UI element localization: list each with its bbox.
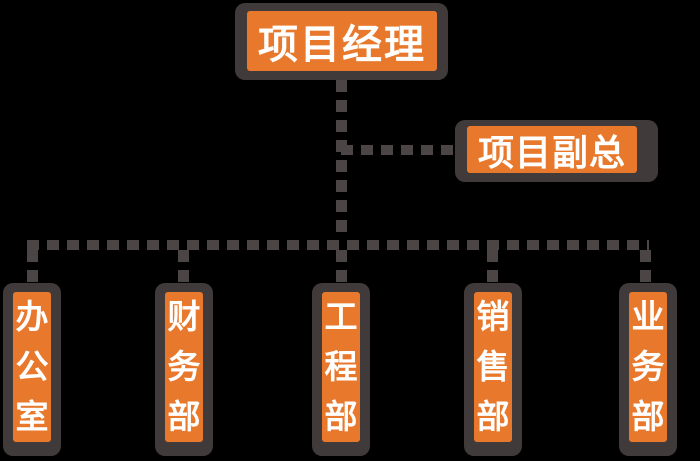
org-node-finance-dept-label: 财务部 (165, 292, 203, 442)
org-node-business-dept-label: 业务部 (629, 292, 667, 442)
org-node-deputy-general-manager-label: 项目副总 (467, 126, 637, 173)
connector-stub-sales (487, 250, 498, 283)
org-node-office-dept-label: 办公室 (13, 292, 51, 442)
org-node-finance-dept[interactable]: 财务部 (155, 283, 213, 456)
org-node-business-dept[interactable]: 业务部 (619, 283, 677, 456)
connector-root-vertical (336, 80, 347, 240)
connector-stub-business (640, 250, 651, 283)
org-node-project-manager[interactable]: 项目经理 (235, 3, 448, 80)
connector-stub-finance (178, 250, 189, 283)
org-node-office-dept[interactable]: 办公室 (3, 283, 61, 456)
org-node-engineering-dept[interactable]: 工程部 (312, 283, 370, 456)
connector-stub-engineering (336, 250, 347, 283)
org-node-sales-dept[interactable]: 销售部 (464, 283, 522, 456)
org-node-deputy-general-manager[interactable]: 项目副总 (455, 120, 658, 182)
org-node-sales-dept-label: 销售部 (474, 292, 512, 442)
connector-departments-horizontal (27, 240, 649, 250)
connector-stub-office (27, 250, 38, 283)
org-node-project-manager-label: 项目经理 (247, 11, 437, 71)
connector-assistant-branch (341, 145, 458, 155)
org-node-engineering-dept-label: 工程部 (322, 292, 360, 442)
